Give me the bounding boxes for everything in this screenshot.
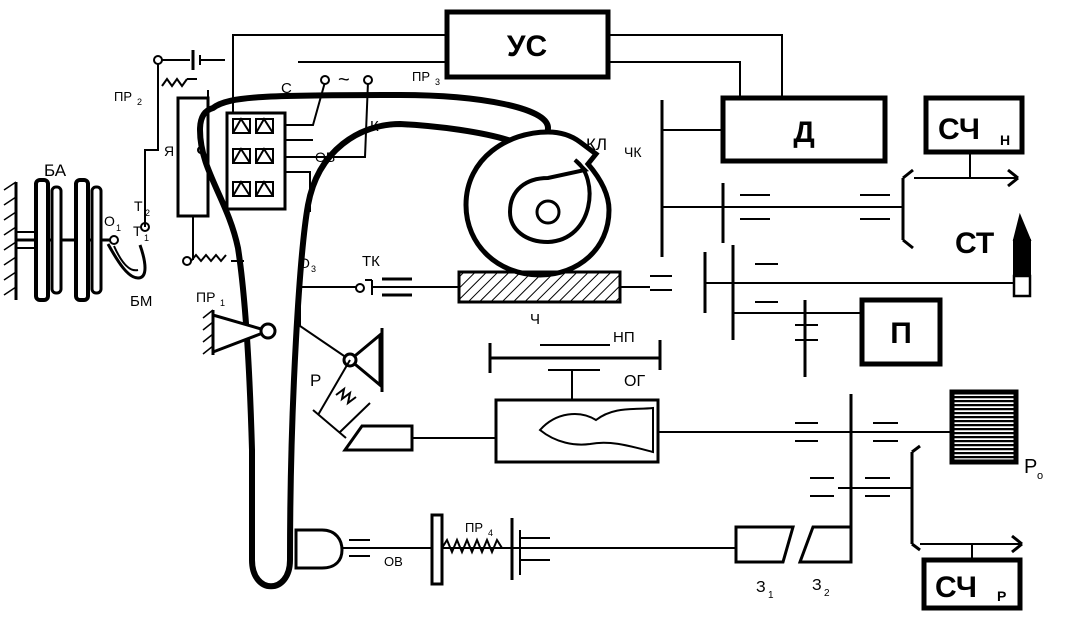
t2-subscript: 2 — [145, 208, 150, 218]
p-block: П — [859, 297, 943, 367]
regulator-r: Р — [299, 287, 496, 452]
bm-label: БМ — [130, 293, 152, 310]
ro-subscript: о — [1037, 470, 1043, 482]
chk-label: ЧК — [624, 144, 642, 160]
d-label: Д — [793, 116, 814, 149]
sch-r-subscript: Р — [997, 588, 1006, 604]
clock-ch: ТК Ч О 3 — [299, 253, 650, 328]
sch-n-label: СЧ — [938, 113, 980, 146]
st-block: СТ — [955, 212, 1032, 298]
pivot-pr1: ПР 1 — [196, 289, 277, 355]
kl-label: КЛ — [586, 135, 607, 154]
ov-bottom-label: ОВ — [384, 554, 403, 569]
t1-label: Т — [133, 223, 142, 239]
loop-conductor — [197, 92, 551, 590]
pr3-label: ПР — [412, 69, 430, 84]
cam-kl: КЛ ЧК — [463, 129, 642, 278]
ch-label: Ч — [530, 311, 540, 328]
pr1-label: ПР — [196, 289, 215, 305]
ro-label: Р — [1024, 456, 1037, 478]
p-label: П — [890, 317, 912, 350]
z2-subscript: 2 — [824, 588, 830, 599]
d-block: Д — [720, 95, 888, 164]
o1-label: О — [104, 213, 115, 229]
pr2-label: ПР — [114, 89, 132, 104]
np-label: НП — [613, 329, 635, 346]
pr1-subscript: 1 — [220, 298, 225, 308]
gear-train — [650, 100, 1014, 377]
pr4-subscript: 4 — [488, 528, 493, 538]
r-label: Р — [310, 371, 321, 390]
control-wiring — [232, 34, 783, 131]
st-label: СТ — [955, 227, 994, 260]
ro-block: Р о — [949, 389, 1043, 482]
ya-label: Я — [164, 143, 174, 159]
sch-r-block: СЧ Р — [921, 557, 1023, 611]
us-block: УС — [444, 9, 611, 80]
ac-source-label: ~ — [338, 69, 350, 91]
og-label: ОГ — [624, 373, 645, 390]
sch-n-block: СЧ Н — [914, 95, 1025, 188]
pr4-label: ПР — [465, 520, 483, 535]
c-label: С — [281, 80, 292, 97]
pr3-subscript: 3 — [435, 77, 440, 87]
z1-label: З — [756, 579, 766, 596]
o1-subscript: 1 — [116, 223, 121, 233]
bottom-shaft: ОВ ПР 4 — [294, 513, 736, 586]
z1-subscript: 1 — [768, 590, 774, 601]
sch-r-label: СЧ — [935, 571, 977, 604]
ba-bm-assembly: БА О 1 Т 2 Т 1 БМ — [3, 161, 152, 310]
t2-label: Т — [134, 198, 143, 214]
o3-subscript: 3 — [311, 264, 316, 274]
ba-label: БА — [44, 161, 67, 180]
tk-label: ТК — [362, 253, 380, 270]
pr2-subscript: 2 — [137, 97, 142, 107]
z2-label: З — [812, 577, 822, 594]
coil-block: С ~ ПР 3 К ОВ — [225, 69, 440, 212]
sch-n-subscript: Н — [1000, 132, 1010, 148]
np-og-block: НП ОГ — [488, 329, 951, 464]
lower-gearing: З 1 З 2 — [734, 394, 1023, 601]
o3-label: О — [299, 255, 310, 271]
us-label: УС — [507, 30, 547, 63]
t1-subscript: 1 — [144, 233, 149, 243]
